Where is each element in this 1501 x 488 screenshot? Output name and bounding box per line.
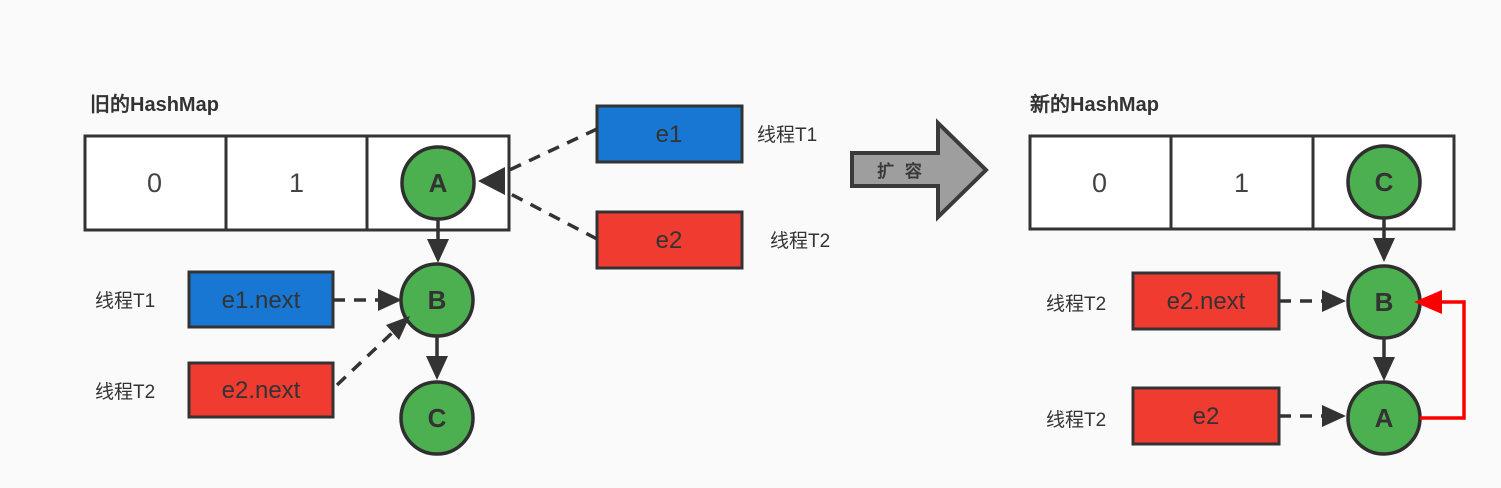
old-hashmap-title: 旧的HashMap	[90, 92, 219, 116]
old-arrow-a-to-b-head-icon	[427, 239, 449, 263]
new-hashmap-section: 新的HashMap 0 1 C B A 线程T2 e2.next 线程T2	[1028, 92, 1466, 456]
old-cell-0-label: 0	[147, 168, 162, 198]
new-node-b-label: B	[1375, 287, 1394, 317]
old-node-c	[399, 380, 475, 456]
e1-thread-label: 线程T1	[757, 124, 817, 146]
dashed-e2-to-a-new-head-icon	[1322, 405, 1346, 427]
dashed-e2next-to-b	[335, 331, 394, 387]
old-arrow-b-to-c-head-icon	[426, 356, 448, 380]
resize-arrow-shape-icon	[850, 118, 989, 222]
new-arrow-c-to-b-head-icon	[1373, 238, 1395, 262]
new-hashmap-title: 新的HashMap	[1030, 92, 1159, 116]
e1-pointer-label: e1	[656, 121, 683, 148]
new-arrow-b-to-a-head-icon	[1373, 357, 1395, 381]
e2-next-pointer-label: e2.next	[222, 377, 301, 404]
dashed-e2next-to-b-new-head-icon	[1322, 290, 1346, 312]
old-hashmap-section: 旧的HashMap 0 1 A B C e1 线程T1 e2 线程T2	[83, 92, 830, 456]
e1-pointer-box	[595, 104, 744, 164]
old-node-a-label: A	[429, 168, 448, 198]
dashed-to-a-head-icon	[478, 167, 505, 195]
e1-next-pointer-box	[187, 270, 335, 329]
new-e2-next-pointer-box	[1131, 271, 1281, 331]
new-e2-pointer-label: e2	[1193, 403, 1220, 430]
old-node-c-label: C	[428, 403, 447, 433]
e2-pointer-box	[595, 210, 744, 270]
old-cell-1-label: 1	[289, 168, 304, 198]
dashed-e1-to-a	[502, 127, 598, 175]
e2-pointer-label: e2	[656, 227, 683, 254]
red-loop-a-to-b	[1420, 300, 1466, 420]
new-e2-thread-label: 线程T2	[1046, 409, 1106, 431]
e2-thread-label: 线程T2	[770, 230, 830, 252]
dashed-e2next-to-b-head-icon	[386, 316, 410, 340]
new-cell-1-label: 1	[1234, 168, 1249, 198]
dashed-e2-to-a	[502, 188, 598, 241]
dashed-e1next-to-b-head-icon	[378, 289, 402, 311]
new-e2-next-pointer-label: e2.next	[1167, 288, 1246, 315]
new-e2-next-thread-label: 线程T2	[1046, 293, 1106, 315]
new-node-a-label: A	[1375, 403, 1394, 433]
new-node-c-label: C	[1375, 167, 1394, 197]
old-node-b-label: B	[428, 285, 447, 315]
e2-next-thread-label: 线程T2	[95, 381, 155, 403]
e2-next-pointer-box	[187, 361, 335, 419]
red-loop-head-icon	[1414, 290, 1442, 314]
e1-next-pointer-label: e1.next	[222, 287, 301, 314]
resize-arrow-label: 扩 容	[877, 161, 925, 181]
resize-arrow: 扩 容	[850, 118, 989, 222]
new-cell-0-label: 0	[1092, 168, 1107, 198]
e1-next-thread-label: 线程T1	[95, 290, 155, 312]
